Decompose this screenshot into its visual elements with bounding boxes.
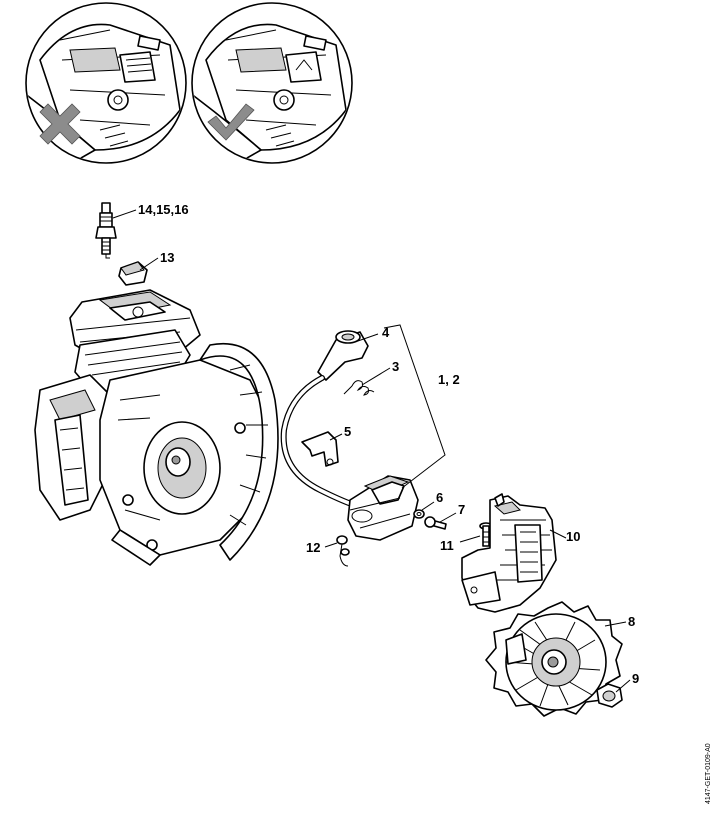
incorrect-mark-icon: [39, 103, 81, 145]
callout-11: 11: [440, 538, 454, 553]
callout-13: 13: [160, 250, 174, 265]
callout-5: 5: [344, 424, 351, 439]
callout-7: 7: [458, 502, 465, 517]
contact-spring: [343, 380, 375, 396]
drawing-id: 4147-GET-0109-A0: [705, 743, 712, 804]
flywheel: [485, 601, 623, 717]
flywheel-nut: [596, 683, 623, 708]
spark-plug: [95, 202, 117, 259]
ignition-lead-boot: [317, 330, 369, 381]
inset-correct: [191, 2, 353, 164]
callout-6: 6: [436, 490, 443, 505]
ground-lead: [336, 535, 350, 567]
callout-8: 8: [628, 614, 635, 629]
callout-4: 4: [382, 325, 390, 340]
module-screw: [424, 516, 447, 530]
correct-mark-icon: [207, 103, 255, 141]
spark-plug-boot: [118, 261, 148, 286]
washer: [413, 509, 425, 519]
callout-3: 3: [392, 359, 399, 374]
engine-housing: [34, 289, 279, 566]
callout-14-15-16: 14,15,16: [138, 202, 189, 217]
callout-labels: 14,15,16 13 4 3 1, 2 5 6 7 12 11 10 8 9: [138, 202, 639, 686]
callout-10: 10: [566, 529, 580, 544]
ignition-module: [347, 475, 419, 541]
callout-9: 9: [632, 671, 639, 686]
module-bracket: [461, 493, 557, 613]
ignition-wire: [280, 375, 357, 508]
wire-clip: [301, 431, 339, 467]
callout-12: 12: [306, 540, 320, 555]
callout-1-2: 1, 2: [438, 372, 460, 387]
leader-lines: [112, 209, 631, 693]
inset-incorrect: [25, 2, 187, 164]
